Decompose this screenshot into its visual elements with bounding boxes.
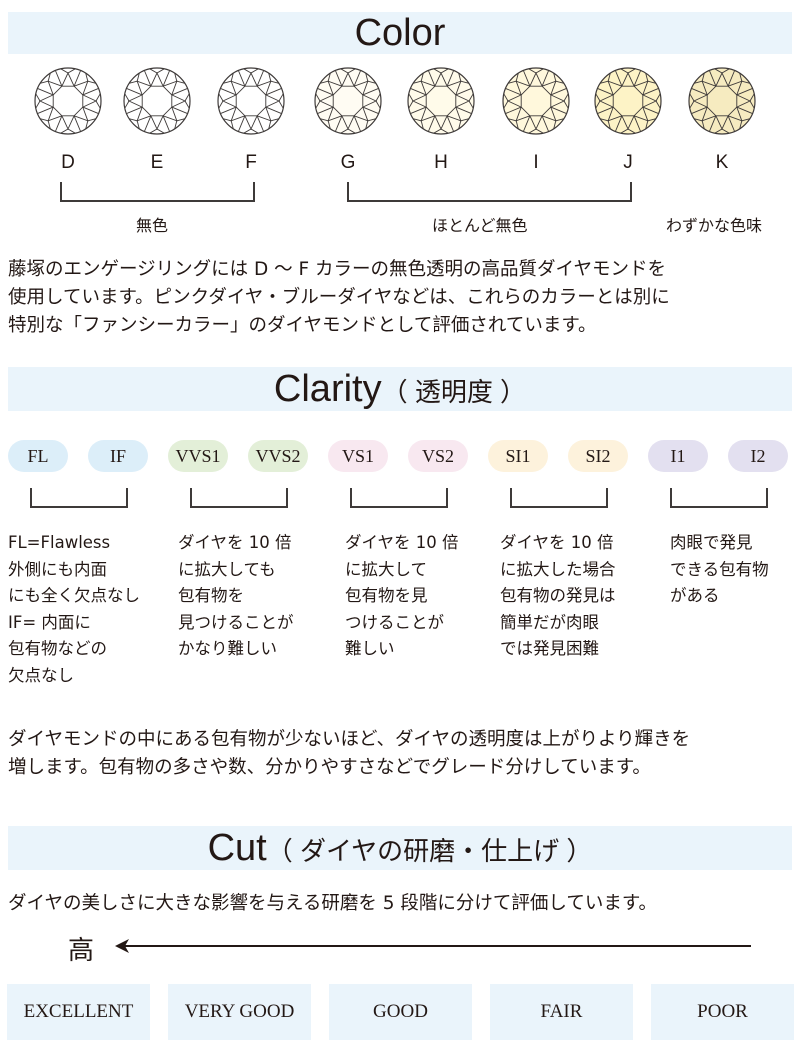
diamond-icon xyxy=(122,66,192,136)
text-line: に拡大して xyxy=(345,559,428,579)
cut-subtitle: （ ダイヤの研磨・仕上げ ） xyxy=(266,836,593,866)
clarity-grade-pill: I2 xyxy=(728,440,788,472)
text-line: かなり難しい xyxy=(178,639,277,658)
text-line: に拡大しても xyxy=(178,559,276,579)
clarity-paragraph: ダイヤモンドの中にある包有物が少ないほど、ダイヤの透明度は上がりより輝きを 増し… xyxy=(8,726,690,782)
clarity-grade-pill: VVS1 xyxy=(168,440,228,472)
bracket-near-colorless xyxy=(347,182,632,202)
text-line: にも全く欠点なし xyxy=(8,586,140,605)
color-grade-letter: H xyxy=(434,152,448,173)
text-line: 欠点なし xyxy=(8,665,74,685)
text-line: がある xyxy=(670,586,720,605)
text-line: ダイヤモンドの中にある包有物が少ないほど、ダイヤの透明度は上がりより輝きを xyxy=(8,729,691,750)
text-line: 簡単だが肉眼 xyxy=(500,612,599,632)
color-paragraph: 藤塚のエンゲージリングには D 〜 F カラーの無色透明の高品質ダイヤモンドを … xyxy=(8,256,670,340)
cut-title: Cut xyxy=(207,827,267,869)
text-line: に拡大した場合 xyxy=(500,559,616,579)
clarity-subtitle: （ 透明度 ） xyxy=(381,377,527,407)
bracket-colorless xyxy=(60,182,255,202)
text-line: FL=Flawless xyxy=(8,533,111,552)
diamond-icon xyxy=(593,66,663,136)
text-line: つけることが xyxy=(345,612,444,632)
color-grade-letter: K xyxy=(715,152,729,173)
cut-paragraph: ダイヤの美しさに大きな影響を与える研磨を 5 段階に分けて評価しています。 xyxy=(8,893,658,914)
clarity-description: FL=Flawless 外側にも内面にも全く欠点なし IF= 内面に包有物などの欠点… xyxy=(8,530,140,689)
clarity-bracket xyxy=(350,488,448,508)
group-label-faint: わずかな色味 xyxy=(666,216,763,235)
cut-grade-box: VERY GOOD xyxy=(168,984,311,1040)
cut-grade-box: FAIR xyxy=(490,984,633,1040)
diamond-icon xyxy=(406,66,476,136)
clarity-description: ダイヤを 10 倍に拡大しても包有物を見つけることがかなり難しい xyxy=(178,530,294,663)
text-line: 藤塚のエンゲージリングには D 〜 F カラーの無色透明の高品質ダイヤモンドを xyxy=(8,259,666,280)
text-line: 難しい xyxy=(345,639,395,658)
text-line: ダイヤを 10 倍 xyxy=(500,533,614,552)
color-title: Color xyxy=(354,12,446,54)
diamond-icon xyxy=(687,66,757,136)
text-line: 肉眼で発見 xyxy=(670,533,753,552)
clarity-bracket xyxy=(670,488,768,508)
color-grade-letter: F xyxy=(245,152,257,173)
clarity-description: 肉眼で発見できる包有物がある xyxy=(670,530,769,610)
clarity-grade-pill: FL xyxy=(8,440,68,472)
clarity-title: Clarity xyxy=(273,368,382,410)
clarity-grade-pill: VS2 xyxy=(408,440,468,472)
text-line: できる包有物 xyxy=(670,559,769,579)
arrow-left-icon xyxy=(115,939,751,953)
clarity-description: ダイヤを 10 倍に拡大した場合包有物の発見は簡単だが肉眼では発見困難 xyxy=(500,530,616,663)
high-label: 高 xyxy=(68,936,95,966)
clarity-bracket xyxy=(510,488,608,508)
diamond-icon xyxy=(501,66,571,136)
cut-grade-box: POOR xyxy=(651,984,794,1040)
clarity-grade-pill: SI1 xyxy=(488,440,548,472)
color-grade-letter: I xyxy=(533,152,539,173)
color-grade-letter: E xyxy=(150,152,164,173)
text-line: 包有物の発見は xyxy=(500,586,616,605)
text-line: ダイヤを 10 倍 xyxy=(178,533,292,552)
clarity-grade-pill: SI2 xyxy=(568,440,628,472)
clarity-bracket xyxy=(190,488,288,508)
text-line: 包有物を xyxy=(178,586,244,605)
cut-header: Cut（ ダイヤの研磨・仕上げ ） xyxy=(8,826,792,870)
diamond-icon xyxy=(33,66,103,136)
clarity-grade-pill: I1 xyxy=(648,440,708,472)
text-line: 包有物を見 xyxy=(345,586,428,605)
color-header: Color xyxy=(8,12,792,54)
group-label-colorless: 無色 xyxy=(136,216,169,235)
cut-grade-box: GOOD xyxy=(329,984,472,1040)
cut-grade-box: EXCELLENT xyxy=(7,984,150,1040)
group-label-near-colorless: ほとんど無色 xyxy=(432,216,528,235)
text-line: 見つけることが xyxy=(178,612,294,632)
text-line: 外側にも内面 xyxy=(8,559,107,579)
text-line: では発見困難 xyxy=(500,639,599,658)
text-line: 使用しています。ピンクダイヤ・ブルーダイヤなどは、これらのカラーとは別に xyxy=(8,287,670,308)
color-grade-letter: D xyxy=(61,152,75,173)
color-grade-letter: G xyxy=(340,152,356,173)
text-line: 包有物などの xyxy=(8,639,107,658)
clarity-grade-pill: IF xyxy=(88,440,148,472)
text-line: IF= 内面に xyxy=(8,612,91,632)
clarity-grade-pill: VVS2 xyxy=(248,440,308,472)
diamond-icon xyxy=(216,66,286,136)
clarity-grade-pill: VS1 xyxy=(328,440,388,472)
clarity-description: ダイヤを 10 倍に拡大して包有物を見つけることが難しい xyxy=(345,530,459,663)
diamond-icon xyxy=(313,66,383,136)
clarity-header: Clarity（ 透明度 ） xyxy=(8,367,792,411)
text-line: ダイヤを 10 倍 xyxy=(345,533,459,552)
text-line: 増します。包有物の多さや数、分かりやすさなどでグレード分けしています。 xyxy=(8,757,651,778)
text-line: 特別な「ファンシーカラー」のダイヤモンドとして評価されています。 xyxy=(8,315,597,336)
clarity-bracket xyxy=(30,488,128,508)
color-grade-letter: J xyxy=(623,152,633,173)
